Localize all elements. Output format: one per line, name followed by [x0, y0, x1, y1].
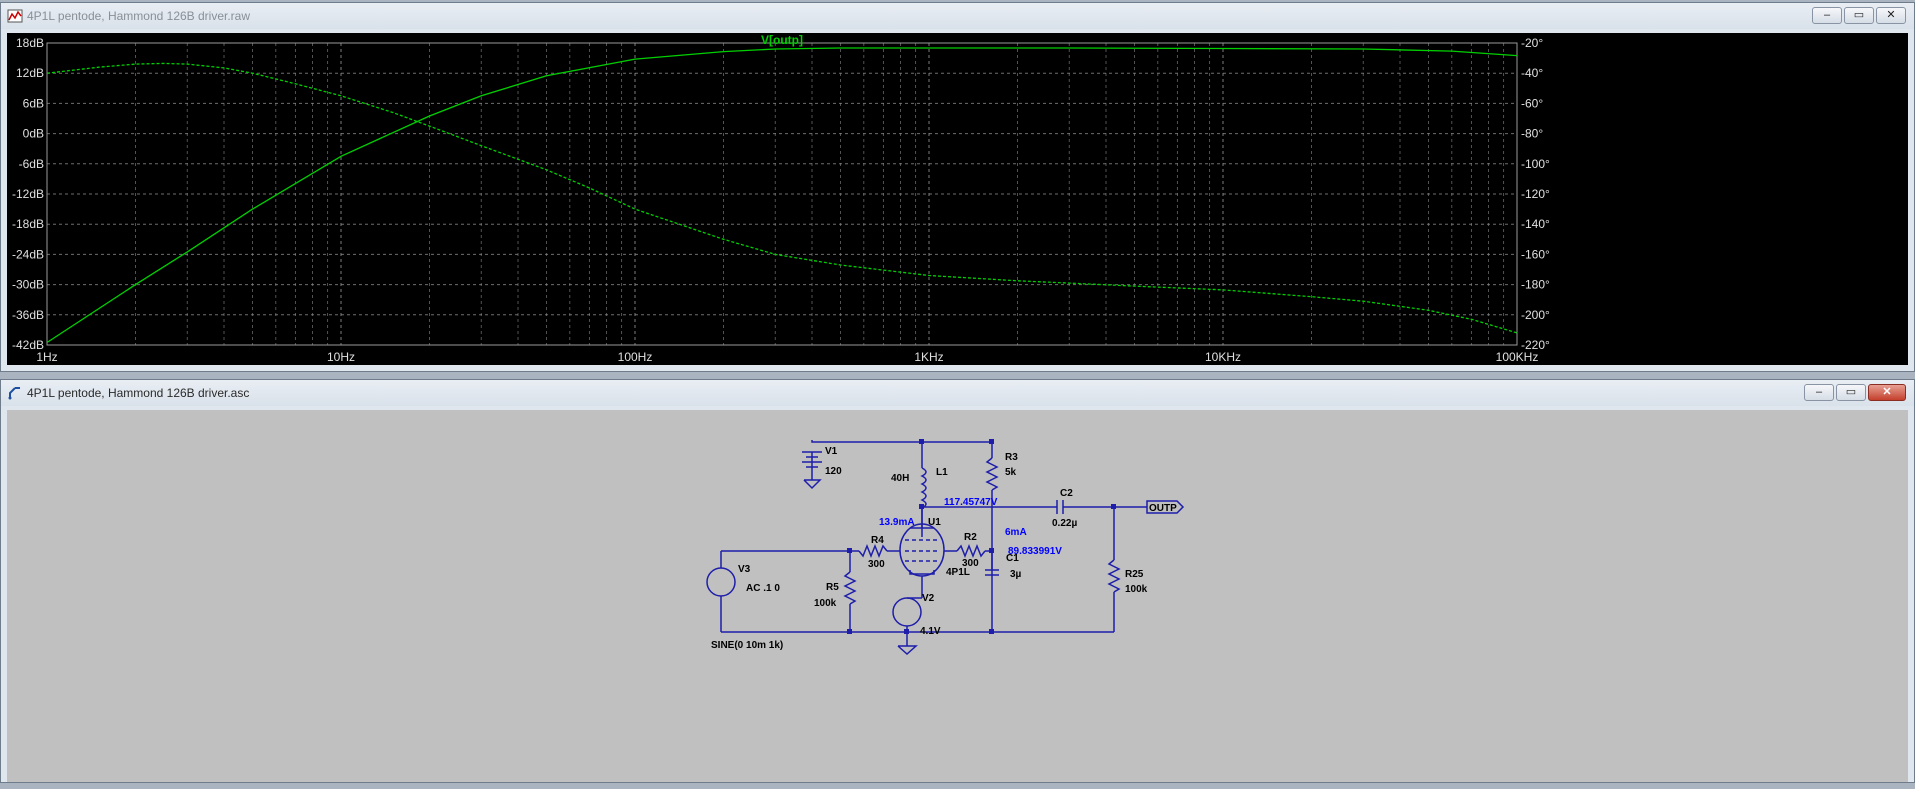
u1-name: U1	[928, 517, 941, 528]
x-tick-label: 1KHz	[914, 350, 943, 364]
chart-title: V[outp]	[761, 33, 803, 47]
x-tick-label: 10Hz	[327, 350, 355, 364]
y-tick-label-left: 0dB	[23, 127, 44, 141]
y-tick-label-left: -30dB	[12, 278, 44, 292]
waveform-icon	[7, 9, 23, 23]
minimize-button[interactable]: –	[1812, 7, 1842, 24]
restore-icon: ▭	[1853, 9, 1865, 21]
schematic-window-title: 4P1L pentode, Hammond 126B driver.asc	[27, 386, 250, 400]
plot-frame	[46, 42, 1518, 346]
y-tick-label-right: -200°	[1521, 308, 1550, 322]
y-tick-label-left: 18dB	[16, 36, 44, 50]
plot-window-title: 4P1L pentode, Hammond 126B driver.raw	[27, 9, 251, 23]
close-icon: ✕	[1886, 9, 1896, 21]
y-tick-label-right: -160°	[1521, 247, 1550, 261]
outp-label[interactable]: OUTP	[1149, 503, 1177, 514]
bode-plot[interactable]: 18dB 12dB 6dB 0dB -6dB -12dB -18dB -24dB -30dB -3…	[7, 33, 1910, 367]
x-tick-label: 100Hz	[618, 350, 653, 364]
v3-value: AC .1 0	[746, 583, 780, 594]
close-button[interactable]: ✕	[1868, 384, 1906, 401]
restore-button[interactable]: ▭	[1836, 384, 1866, 401]
schematic-window: 4P1L pentode, Hammond 126B driver.asc – …	[0, 379, 1915, 783]
plot-pane[interactable]: 18dB 12dB 6dB 0dB -6dB -12dB -18dB -24dB -30dB -3…	[7, 33, 1908, 365]
plate-voltage-label: 117.45747V	[944, 497, 998, 508]
y-tick-label-right: -40°	[1521, 66, 1543, 80]
c2-name: C2	[1060, 488, 1073, 499]
y-tick-label-right: -80°	[1521, 127, 1543, 141]
u1-value: 4P1L	[946, 567, 970, 578]
r4-value: 300	[868, 559, 885, 570]
c1-name: C1	[1006, 553, 1019, 564]
v2-value: 4.1V	[920, 626, 941, 637]
schematic-icon	[8, 387, 20, 400]
schematic-canvas[interactable]: V1 120 L1 40H R3 5k C2 0.22µ OUTP U1 4P1…	[7, 410, 1908, 782]
y-tick-label-right: -140°	[1521, 217, 1550, 231]
junctions	[847, 439, 1116, 634]
x-tick-label: 10KHz	[1205, 350, 1241, 364]
plot-titlebar[interactable]: 4P1L pentode, Hammond 126B driver.raw – …	[1, 3, 1914, 29]
schematic-titlebar[interactable]: 4P1L pentode, Hammond 126B driver.asc – …	[1, 380, 1914, 406]
r3-name: R3	[1005, 452, 1018, 463]
y-tick-label-left: -6dB	[19, 157, 44, 171]
y-tick-label-left: 6dB	[23, 96, 44, 110]
minimize-icon: –	[1815, 386, 1823, 398]
l1-name: L1	[936, 467, 948, 478]
y-tick-label-left: -18dB	[12, 217, 44, 231]
r2-name: R2	[964, 532, 977, 543]
schematic-drawing[interactable]: V1 120 L1 40H R3 5k C2 0.22µ OUTP U1 4P1…	[7, 410, 1910, 784]
v1-name: V1	[825, 446, 838, 457]
r5-name: R5	[826, 582, 839, 593]
v1-value: 120	[825, 466, 842, 477]
v2-name: V2	[922, 593, 935, 604]
close-icon: ✕	[1882, 386, 1892, 398]
r4-name: R4	[871, 535, 884, 546]
y-tick-label-left: -42dB	[12, 338, 44, 352]
r25-value: 100k	[1125, 584, 1148, 595]
operating-point-annotations: 117.45747V 13.9mA 6mA 89.833991V	[879, 497, 1062, 557]
restore-button[interactable]: ▭	[1844, 7, 1874, 24]
screen-voltage-label: 89.833991V	[1008, 546, 1062, 557]
y-tick-label-left: -12dB	[12, 187, 44, 201]
restore-icon: ▭	[1845, 386, 1857, 398]
plate-current-label: 13.9mA	[879, 517, 915, 528]
x-tick-label: 100KHz	[1496, 350, 1539, 364]
r2-value: 300	[962, 558, 979, 569]
screen-current-label: 6mA	[1005, 527, 1027, 538]
close-button[interactable]: ✕	[1876, 7, 1906, 24]
y-tick-label-right: -20°	[1521, 36, 1543, 50]
y-tick-label-right: -220°	[1521, 338, 1550, 352]
y-tick-label-right: -120°	[1521, 187, 1550, 201]
trace-magnitude	[46, 47, 1518, 344]
l1-value: 40H	[891, 473, 909, 484]
r5-value: 100k	[814, 598, 837, 609]
wires	[706, 440, 1185, 656]
minimize-button[interactable]: –	[1804, 384, 1834, 401]
v3-name: V3	[738, 564, 751, 575]
x-tick-label: 1Hz	[36, 350, 57, 364]
r25-name: R25	[1125, 569, 1144, 580]
y-tick-label-left: 12dB	[16, 66, 44, 80]
y-tick-label-right: -100°	[1521, 157, 1550, 171]
y-tick-label-left: -24dB	[12, 247, 44, 261]
c2-value: 0.22µ	[1052, 518, 1077, 529]
r3-value: 5k	[1005, 467, 1017, 478]
component-labels: V1 120 L1 40H R3 5k C2 0.22µ OUTP U1 4P1…	[711, 446, 1177, 651]
sine-source-spec: SINE(0 10m 1k)	[711, 640, 783, 651]
c1-value: 3µ	[1010, 569, 1022, 580]
minimize-icon: –	[1823, 9, 1831, 21]
y-tick-label-right: -180°	[1521, 278, 1550, 292]
y-tick-label-left: -36dB	[12, 308, 44, 322]
y-tick-label-right: -60°	[1521, 96, 1543, 110]
plot-window: 4P1L pentode, Hammond 126B driver.raw – …	[0, 2, 1915, 372]
